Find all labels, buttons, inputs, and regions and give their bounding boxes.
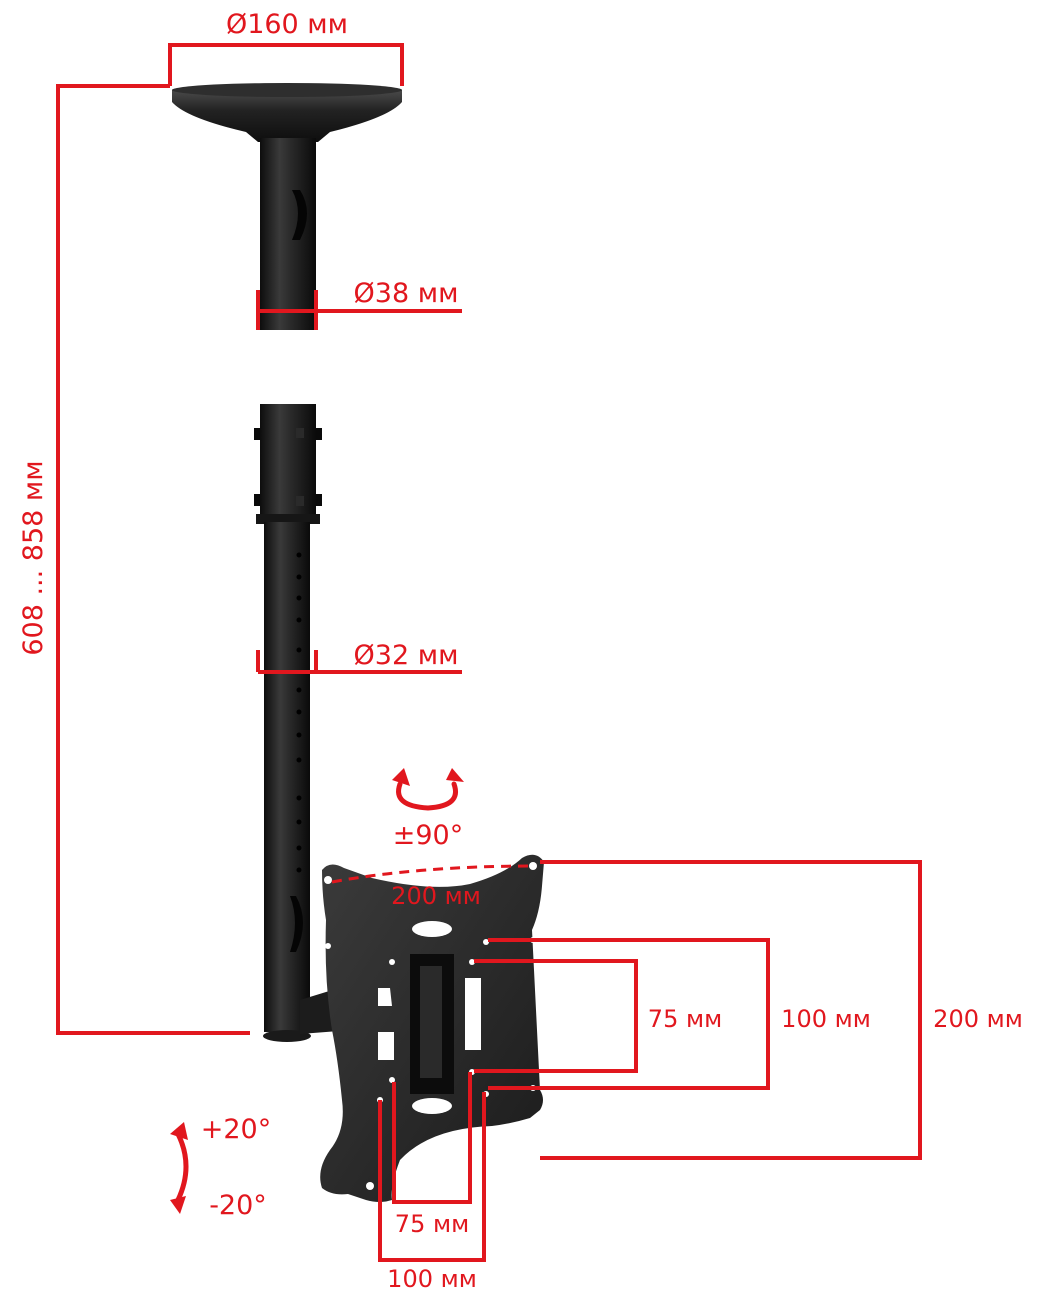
ceiling-plate-top (172, 83, 402, 97)
vesa-h100-label: 100 мм (387, 1265, 477, 1293)
plate-diameter-bracket (168, 43, 404, 86)
collar-bolts (254, 428, 322, 506)
diag-200-line (331, 864, 534, 884)
lower-tube-holes (296, 552, 302, 873)
height-range-label: 608 ... 858 мм (18, 460, 49, 655)
dimension-labels: Ø160 мм Ø38 мм Ø32 мм 608 ... 858 мм ±90… (18, 9, 1023, 1293)
lower-tube-cap (263, 1030, 311, 1042)
lower-tube-slot (290, 896, 303, 952)
plate-diameter-label: Ø160 мм (226, 9, 348, 40)
lower-tube-collar-ring (256, 514, 320, 524)
tilt-up-label: +20° (201, 1114, 271, 1145)
tilt-arrow-icon (170, 1122, 189, 1214)
vesa-v100-label: 100 мм (781, 1005, 871, 1033)
vesa-plate-cutouts (378, 921, 481, 1114)
vesa-h75-label: 75 мм (395, 1210, 469, 1238)
vesa-200-bracket (540, 860, 922, 1160)
lower-tube-dim-line (256, 650, 462, 674)
dimension-lines (56, 43, 922, 1262)
upper-tube (260, 138, 316, 330)
ceiling-plate (172, 90, 402, 142)
upper-tube-slot (292, 190, 307, 240)
upper-tube-dim-line (256, 290, 462, 330)
vesa-100-bracket (488, 938, 770, 1090)
tilt-down-label: -20° (209, 1190, 267, 1221)
height-bracket (56, 84, 250, 1035)
vesa-v75-label: 75 мм (648, 1005, 722, 1033)
swivel-label: ±90° (393, 820, 463, 851)
upper-tube-diameter-label: Ø38 мм (354, 278, 459, 309)
vesa-h100-bracket (378, 1092, 486, 1262)
swivel-arrows-icon (392, 768, 464, 811)
vesa-h75-bracket (392, 1072, 472, 1204)
lower-tube (264, 522, 310, 1032)
vesa-75-bracket (474, 959, 638, 1073)
lower-tube-collar (260, 404, 316, 522)
vesa-v200-label: 200 мм (933, 1005, 1023, 1033)
lower-tube-diameter-label: Ø32 мм (354, 640, 459, 671)
center-channel-inner (420, 966, 442, 1078)
diag-200-label: 200 мм (391, 882, 481, 910)
